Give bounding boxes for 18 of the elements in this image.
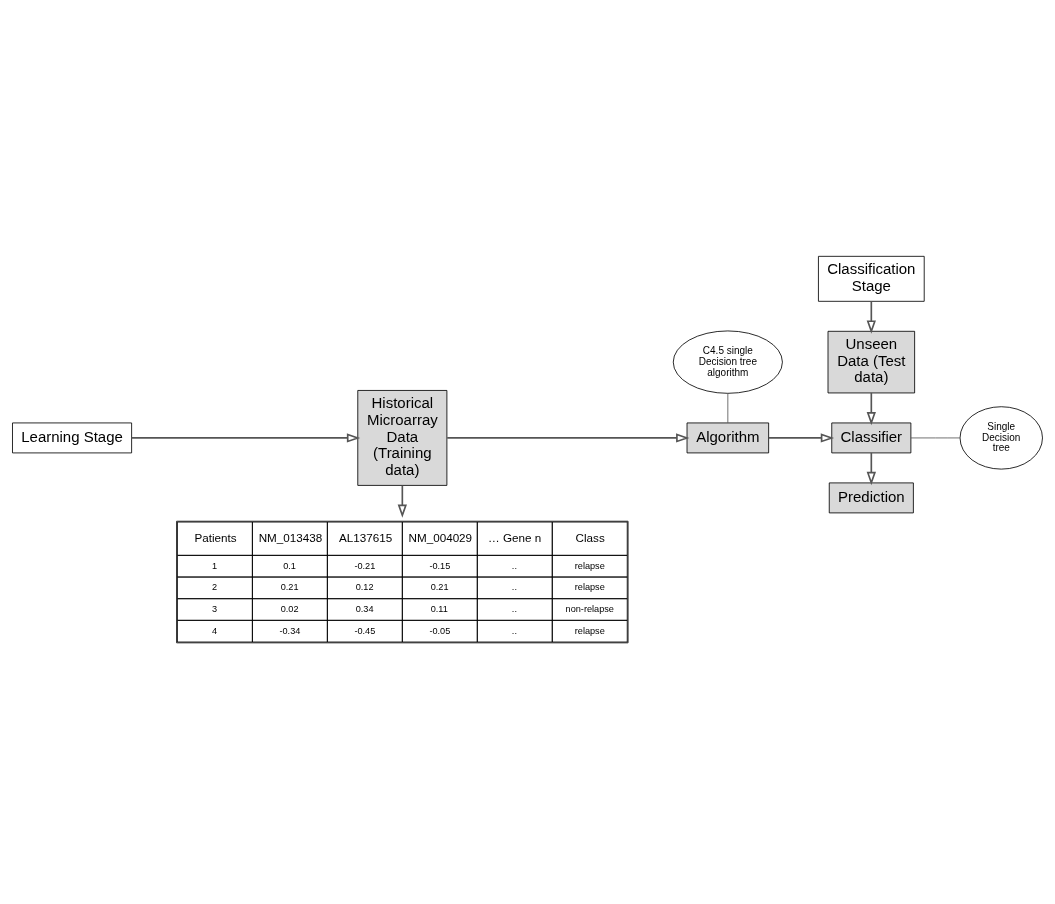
arrow [866,300,876,334]
arrow [768,432,835,443]
arrow [130,432,361,443]
connector [910,437,961,438]
arrow [866,391,876,425]
node-box: Learning Stage [12,422,133,453]
node-box: Historical Microarray Data (Training data) [357,389,448,486]
node-ellipse: Single Decision tree [959,405,1043,470]
node-box: Unseen Data (Test data) [827,330,916,393]
connector [727,392,729,423]
arrow [446,432,690,443]
node-box: Classification Stage [818,255,925,302]
node-ellipse: C4.5 single Decision tree algorithm [672,330,783,394]
arrow [397,484,407,518]
node-box: Algorithm [686,422,770,453]
node-box: Prediction [828,482,914,513]
arrow [866,451,876,485]
node-box: Classifier [831,422,912,453]
